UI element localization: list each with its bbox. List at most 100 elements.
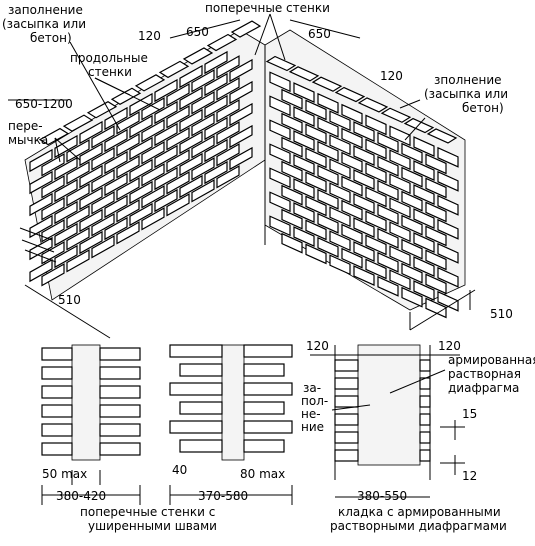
- brick: [281, 88, 303, 110]
- brick: [229, 146, 253, 171]
- label-d40: 40: [172, 463, 187, 477]
- brick: [29, 170, 53, 195]
- brick: [110, 87, 142, 105]
- caption-left-2: уширенными швами: [88, 519, 217, 533]
- label-dim-650-1200: 650-1200: [15, 97, 73, 111]
- brick: [317, 236, 339, 258]
- brick: [29, 214, 53, 239]
- brick: [269, 167, 291, 189]
- label-dim-510-left: 510: [58, 293, 81, 307]
- brick: [129, 158, 153, 183]
- brick: [141, 119, 165, 143]
- brick: [79, 208, 103, 233]
- brick: [293, 202, 315, 223]
- plan-widened-joints: [41, 344, 141, 505]
- brick: [389, 125, 411, 147]
- label-fill-right-1: зполнение: [434, 73, 502, 87]
- plan3-brick: [419, 359, 431, 372]
- plan2-brick: [243, 344, 293, 358]
- brick: [204, 160, 228, 185]
- brick: [179, 174, 203, 199]
- brick: [293, 106, 315, 127]
- plan2-brick: [179, 363, 223, 377]
- brick: [129, 92, 153, 117]
- brick: [216, 99, 240, 123]
- label-d120-a: 120: [306, 339, 329, 353]
- brick: [62, 114, 94, 132]
- plan2-brick: [243, 401, 285, 415]
- brick: [353, 169, 375, 190]
- plan2-brick: [179, 439, 223, 453]
- brick: [204, 94, 228, 119]
- brick: [91, 169, 115, 193]
- brick: [166, 149, 190, 173]
- brick: [229, 80, 253, 105]
- brick: [353, 265, 375, 286]
- brick: [166, 127, 190, 151]
- brick: [413, 160, 435, 181]
- brick: [437, 266, 459, 288]
- plan3-brick: [334, 413, 359, 426]
- brick: [179, 64, 203, 89]
- plan2-brick: [243, 363, 285, 377]
- brick: [41, 197, 65, 221]
- brick: [437, 242, 459, 264]
- plan1-brick: [99, 404, 141, 418]
- brick: [353, 145, 375, 166]
- brick: [229, 102, 253, 127]
- brick: [425, 297, 447, 319]
- brick: [341, 199, 363, 221]
- brick: [216, 121, 240, 145]
- brick: [116, 199, 140, 223]
- caption-right-2: растворными диафрагмами: [330, 519, 507, 533]
- brick: [401, 238, 423, 260]
- label-long-walls-1: продольные: [70, 51, 148, 65]
- brick: [305, 243, 327, 265]
- plan1-brick: [41, 366, 73, 380]
- label-dim-120-right: 120: [380, 69, 403, 83]
- brick: [269, 143, 291, 165]
- brick: [377, 131, 399, 153]
- brick: [41, 263, 65, 287]
- label-top-cross-walls: поперечные стенки: [205, 1, 330, 15]
- brick: [401, 166, 423, 188]
- plan1-brick: [41, 385, 73, 399]
- brick: [437, 170, 459, 192]
- label-dim-120-top: 120: [138, 29, 161, 43]
- brick: [141, 163, 165, 187]
- plan1-brick: [41, 404, 73, 418]
- brick: [182, 47, 214, 65]
- plan2-brick: [179, 401, 223, 415]
- brick: [29, 148, 53, 173]
- plan1-brick: [41, 423, 73, 437]
- brick: [365, 114, 387, 136]
- brick: [389, 269, 411, 291]
- brick: [206, 33, 238, 52]
- brick: [401, 142, 423, 164]
- brick: [365, 186, 387, 208]
- brick: [79, 120, 103, 145]
- brick: [317, 140, 339, 162]
- plan2-brick: [243, 439, 285, 453]
- brick: [281, 232, 303, 254]
- brick: [54, 178, 78, 203]
- brick: [116, 111, 140, 135]
- brick: [41, 175, 65, 199]
- plan2-fill: [221, 344, 245, 461]
- brick: [401, 262, 423, 284]
- brick: [154, 166, 178, 191]
- brick: [79, 230, 103, 255]
- brick: [281, 112, 303, 134]
- brick: [281, 136, 303, 158]
- brick: [425, 249, 447, 271]
- brick: [41, 153, 65, 177]
- plan2-brick: [169, 382, 223, 396]
- plan3-brick: [334, 359, 359, 372]
- brick: [91, 191, 115, 215]
- label-d380-550: 380-550: [357, 489, 407, 503]
- brick: [329, 230, 351, 252]
- brick: [129, 202, 153, 227]
- brick: [425, 273, 447, 295]
- brick: [179, 152, 203, 177]
- brick: [129, 180, 153, 205]
